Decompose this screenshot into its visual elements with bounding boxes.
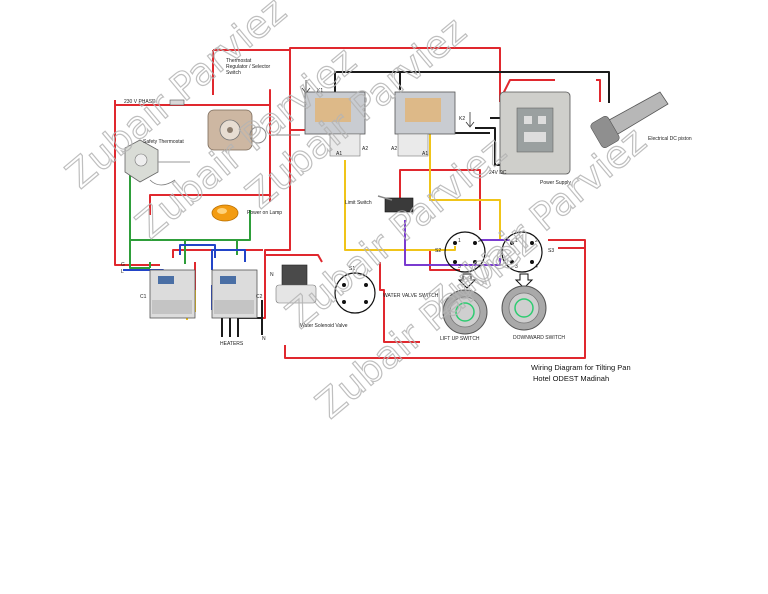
power-supply — [499, 91, 571, 175]
lift-up-label: LIFT UP SWITCH — [440, 336, 480, 342]
water-valve-switch-label: WATER VALVE SWITCH — [383, 293, 439, 299]
piston-label: Electrical DC piston — [648, 136, 692, 142]
downward-button — [501, 285, 547, 331]
s2-term-3: 3 — [458, 264, 461, 270]
heater-wires — [221, 318, 239, 337]
valve-n-label: N — [270, 272, 274, 278]
s3-label: S3 — [548, 248, 554, 254]
s2-term-2: 2 — [478, 238, 481, 244]
s2-term-4: 4 — [478, 264, 481, 270]
water-solenoid-valve — [275, 264, 317, 304]
limit-switch-label: Limit Switch — [345, 200, 372, 206]
c1-label: C1 — [140, 294, 147, 300]
purple-wires — [404, 220, 510, 266]
relay-k1 — [304, 91, 366, 157]
switch-s2 — [444, 231, 486, 273]
water-solenoid-label: Water Solenoid Valve — [300, 323, 348, 329]
a1-right-label: A1 — [422, 151, 428, 157]
thermostat-switch-label-2: Regulator / Selector — [226, 64, 271, 70]
diagram-title-line-1: Wiring Diagram for Tilting Pan — [531, 363, 631, 372]
arrow-down-icon — [514, 273, 534, 289]
thermostat-switch-label-3: Switch — [226, 70, 241, 76]
supply-label: 230 V PHASE — [124, 99, 156, 105]
supply-fuse — [169, 99, 185, 106]
downward-label: DOWNWARD SWITCH — [513, 335, 565, 341]
s2-term-1: 1 — [458, 238, 461, 244]
s3-term-2: 2 — [535, 238, 538, 244]
s3-term-3: 3 — [515, 264, 518, 270]
s1-label: S1 — [349, 266, 355, 272]
a2-left-label: A2 — [362, 146, 368, 152]
a2-right-label: A2 — [391, 146, 397, 152]
relay-arrow-left — [301, 80, 311, 94]
s3-term-4: 4 — [535, 264, 538, 270]
k1-label: K1 — [317, 88, 323, 94]
psu-label: Power Supply — [540, 180, 571, 186]
n-label: N — [262, 336, 266, 342]
switch-s3 — [501, 231, 543, 273]
heaters-label: HEATERS — [220, 341, 244, 347]
safety-thermostat-label: Safety Thermostat — [143, 139, 184, 145]
contactor-c2 — [211, 269, 258, 319]
diagram-title-line-2: Hotel ODEST Madinah — [533, 374, 609, 383]
dc-piston — [590, 91, 669, 148]
lift-up-button — [442, 289, 488, 335]
switch-s1 — [334, 272, 376, 314]
k2-label: K2 — [459, 116, 465, 122]
arrow-down-icon — [457, 273, 477, 289]
a1-left-label: A1 — [336, 151, 342, 157]
contactor-c1 — [149, 269, 196, 319]
relay-k2 — [394, 91, 456, 157]
thermostat-regulator — [207, 109, 267, 151]
s3-term-1: 1 — [515, 238, 518, 244]
psu-24v-label: 24V DC — [489, 170, 507, 176]
thermostat-switch-label-1: Thermostat — [226, 58, 252, 64]
power-lamp — [211, 204, 239, 222]
power-lamp-label: Power on Lamp — [247, 210, 282, 216]
l-label: L — [121, 269, 124, 275]
g-label: G — [121, 262, 125, 268]
relay-arrow-right — [465, 112, 475, 128]
safety-thermostat — [124, 139, 190, 186]
limit-switch — [377, 195, 414, 213]
s2-label: S2 — [435, 248, 441, 254]
c2-label: C2 — [256, 294, 263, 300]
